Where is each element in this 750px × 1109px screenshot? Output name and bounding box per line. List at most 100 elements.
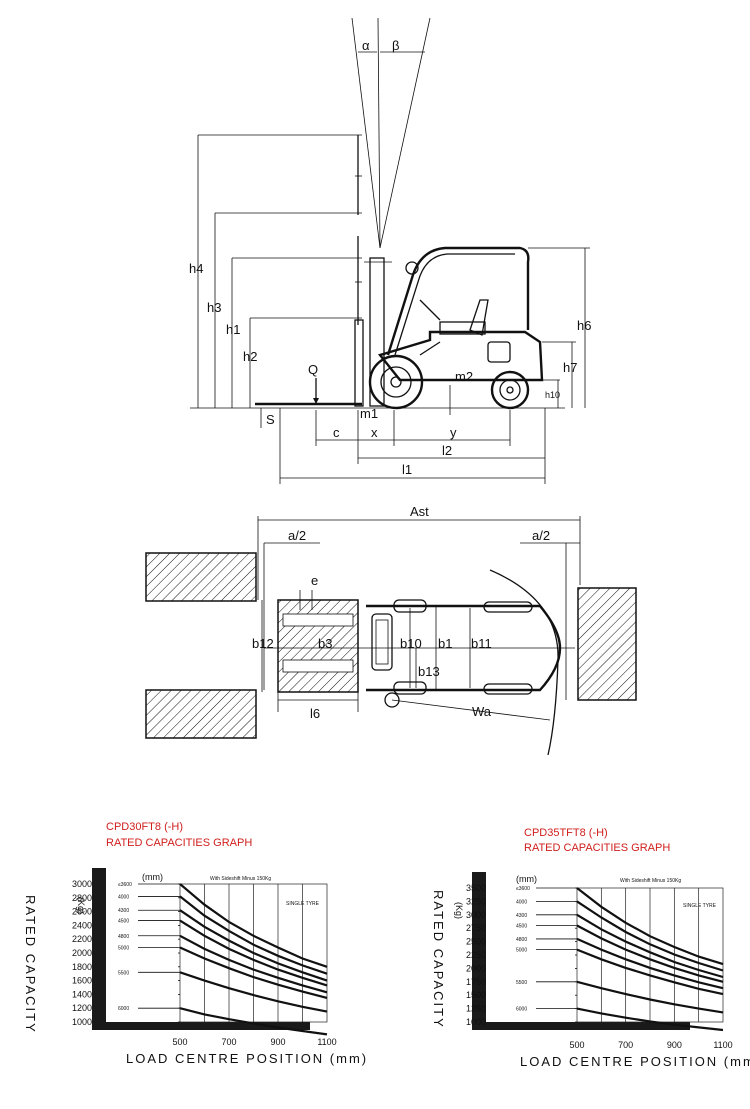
S-label: S: [266, 412, 275, 427]
mast-label: 5500: [516, 980, 527, 986]
x-tick-label: 500: [172, 1037, 187, 1047]
chart2-series: [576, 887, 724, 1032]
chart1-sideshift-note: With Sideshift Minus 150Kg: [210, 876, 271, 882]
y-tick-label: 3250: [466, 896, 486, 906]
mast-label: 5500: [118, 970, 129, 976]
series-line: [179, 883, 328, 968]
mast-label: ≤3600: [516, 886, 530, 892]
h1-label: h1: [226, 322, 240, 337]
side-view: α β h4 h3 h1 h2: [189, 17, 591, 484]
mast-label: 5000: [516, 948, 527, 954]
chart2-y-ticks: 3500325030002750250022502000175015001250…: [466, 883, 486, 1027]
chart2-xlabel: LOAD CENTRE POSITION (mm): [520, 1054, 750, 1069]
Q-label: Q: [308, 362, 318, 377]
series-line: [576, 980, 724, 1014]
mast-label: 4500: [118, 919, 129, 925]
chart2-tyre: SINGLE TYRE: [683, 903, 717, 909]
y-tick-label: 2250: [466, 950, 486, 960]
y-label: y: [450, 425, 457, 440]
a2-right-label: a/2: [532, 528, 550, 543]
series-line: [179, 946, 328, 999]
chart1-ylabel: RATED CAPACITY: [23, 895, 38, 1034]
series-line: [576, 937, 724, 990]
mast-label: 4300: [118, 908, 129, 914]
mast-label: 6000: [118, 1006, 129, 1012]
y-tick-label: 1800: [72, 962, 92, 972]
mast-label: 4000: [516, 899, 527, 905]
x-tick-label: 1100: [317, 1037, 336, 1047]
series-line: [576, 948, 724, 996]
c-label: c: [333, 425, 340, 440]
h10-label: h10: [545, 390, 560, 400]
chart1-series: [179, 883, 328, 1036]
Wa-label: Wa: [472, 704, 492, 719]
l1-label: l1: [402, 462, 412, 477]
series-line: [179, 919, 328, 987]
y-tick-label: 2000: [72, 948, 92, 958]
y-tick-label: 2600: [72, 907, 92, 917]
chart2-sideshift-note: With Sideshift Minus 150Kg: [620, 878, 681, 884]
chart1-yunit: (Kg): [76, 897, 86, 914]
beta-label: β: [392, 38, 399, 53]
y-tick-label: 2400: [72, 920, 92, 930]
y-tick-label: 2200: [72, 934, 92, 944]
series-line: [179, 909, 328, 982]
series-line: [576, 924, 724, 983]
y-tick-label: 1000: [466, 1017, 486, 1027]
h6-label: h6: [577, 318, 591, 333]
rack-top-left: [145, 552, 257, 602]
series-line: [576, 900, 724, 972]
b10-label: b10: [400, 636, 422, 651]
chart1-subtitle: RATED CAPACITIES GRAPH: [106, 837, 252, 849]
x-tick-label: 1100: [713, 1040, 732, 1050]
alpha-label: α: [362, 38, 370, 53]
mast-label: 4300: [516, 913, 527, 919]
x-tick-label: 500: [569, 1040, 584, 1050]
y-tick-label: 1000: [72, 1017, 92, 1027]
x-tick-label: 900: [667, 1040, 682, 1050]
mast-label: 4800: [516, 937, 527, 943]
chart2-model: CPD35TFT8 (-H): [524, 827, 608, 839]
top-view: Ast a/2 a/2 e b12 b3 l6: [145, 504, 637, 756]
h2-label: h2: [243, 349, 257, 364]
capacity-chart-cpd35: CPD35TFT8 (-H) RATED CAPACITIES GRAPH (m…: [431, 827, 750, 1069]
b13-label: b13: [418, 664, 440, 679]
series-line: [179, 1007, 328, 1036]
chart1-xlabel: LOAD CENTRE POSITION (mm): [126, 1051, 368, 1066]
chart2-mast-labels: ≤3600 4000 4300 4500 4800 5000 5500 6000: [516, 886, 577, 1013]
chart1-y-ticks: 3000280026002400220020001800160014001200…: [72, 879, 92, 1027]
l2-label: l2: [442, 443, 452, 458]
m1-label: m1: [360, 406, 378, 421]
mast-label: 5000: [118, 945, 129, 951]
mast-label: 4500: [516, 924, 527, 930]
y-tick-label: 3500: [466, 883, 486, 893]
series-line: [576, 913, 724, 979]
h4-label: h4: [189, 261, 203, 276]
chart2-ylabel: RATED CAPACITY: [431, 890, 446, 1029]
chart2-unit-mm: (mm): [516, 874, 537, 884]
y-tick-label: 1600: [72, 976, 92, 986]
chart1-model: CPD30FT8 (-H): [106, 821, 183, 833]
b12-label: b12: [252, 636, 274, 651]
chart2-yunit: (Kg): [454, 902, 464, 919]
Ast-label: Ast: [410, 504, 429, 519]
rack-bottom-left: [145, 689, 257, 739]
mast-label: 6000: [516, 1007, 527, 1013]
e-label: e: [311, 573, 318, 588]
y-tick-label: 2750: [466, 923, 486, 933]
chart1-unit-mm: (mm): [142, 872, 163, 882]
x-tick-label: 700: [221, 1037, 236, 1047]
y-tick-label: 1200: [72, 1003, 92, 1013]
b11-label: b11: [471, 636, 492, 651]
y-tick-label: 1750: [466, 977, 486, 987]
y-tick-label: 3000: [72, 879, 92, 889]
y-tick-label: 1250: [466, 1004, 486, 1014]
b1-label: b1: [438, 636, 452, 651]
y-tick-label: 2500: [466, 937, 486, 947]
l6-label: l6: [310, 706, 320, 721]
chart2-subtitle: RATED CAPACITIES GRAPH: [524, 842, 670, 854]
